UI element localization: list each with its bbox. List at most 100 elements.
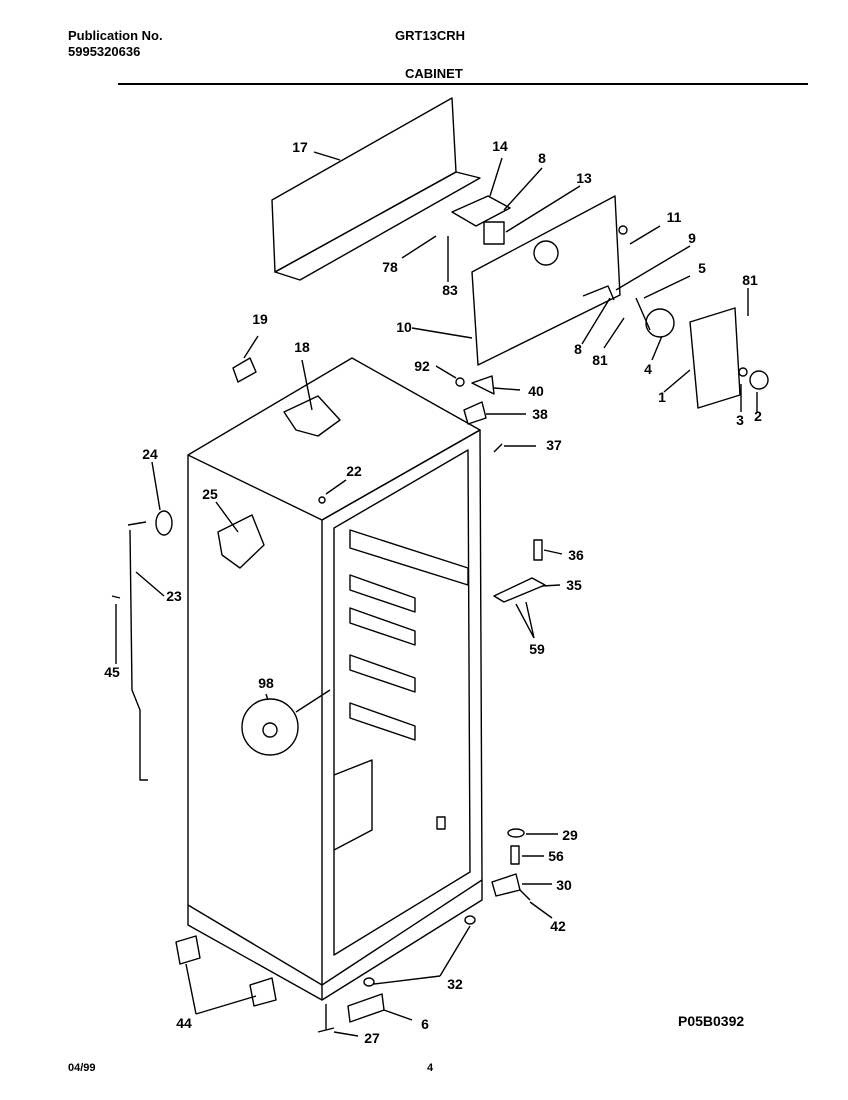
part-17-flange [274,171,481,281]
drawing-lines [111,97,769,1037]
leader-40 [493,387,521,391]
shelf-rail [349,529,469,586]
part-98-plug [241,698,299,756]
callout-8: 8 [574,341,582,357]
callout-3: 3 [736,412,744,428]
callout-22: 22 [346,463,362,479]
callout-10: 10 [396,319,412,335]
drain-block [436,816,446,830]
leader-1 [663,369,691,393]
part-56-pin [510,845,520,865]
part-6-grille [347,993,385,1023]
leader-10 [411,327,473,339]
callout-8: 8 [538,150,546,166]
rib-1 [349,574,416,613]
part-10-hole [533,240,559,266]
callout-83: 83 [442,282,458,298]
part-32-plug-side [464,915,476,925]
leader-8-top [503,167,543,211]
leader-4 [651,335,663,361]
callout-1: 1 [658,389,666,405]
part-13-socket [483,221,505,245]
part-29-washer [507,828,525,838]
leader-35 [541,584,561,587]
model-number: GRT13CRH [395,28,466,43]
leader-78 [401,235,437,259]
callout-2: 2 [754,408,762,424]
part-32-plug-front [363,977,375,987]
callout-5: 5 [698,260,706,276]
callout-18: 18 [294,339,310,355]
part-24-bezel [155,510,173,536]
callout-45: 45 [104,664,120,680]
callout-9: 9 [688,230,696,246]
leader-81-low [603,317,625,349]
leader-19 [243,335,259,359]
leader-44 [185,963,257,1015]
leader-22 [325,479,347,495]
callout-44: 44 [176,1015,192,1031]
header-rule [118,83,808,85]
cabinet-front-frame [321,429,483,986]
part-10-cover [471,195,621,366]
leader-8-low [581,297,611,345]
leader-36 [543,549,563,555]
part-42-screw [519,889,531,901]
part-3-nut [738,367,748,377]
part-17-panel [271,97,457,273]
cabinet-top [187,357,481,521]
callout-11: 11 [667,209,682,225]
callout-78: 78 [382,259,398,275]
part-45-screw [111,595,121,599]
leader-23 [135,571,165,597]
callout-98: 98 [258,675,274,691]
leader-32 [373,925,471,985]
callout-27: 27 [364,1030,380,1046]
part-11-washer [618,225,628,235]
callout-14: 14 [492,138,508,154]
part-44-leveler-right [249,977,277,1007]
part-37-pin [493,443,503,453]
callout-38: 38 [532,406,548,422]
part-23-rod [127,521,148,781]
callout-42: 42 [550,918,566,934]
part-4-fan-blade [645,308,675,338]
publication-number: 5995320636 [68,44,141,59]
callout-59: 59 [529,641,545,657]
part-36-pin [533,539,543,561]
callout-29: 29 [562,827,578,843]
crisper-step [333,759,373,851]
rib-3 [349,654,416,693]
leader-17 [313,151,341,161]
leader-59 [515,601,535,639]
leader-27 [333,1031,359,1037]
callout-81: 81 [742,272,758,288]
cabinet-base [187,905,323,1001]
cabinet-side [187,455,323,986]
part-22-hole [318,496,326,504]
leader-11 [629,225,661,245]
leader-92 [435,365,457,379]
cabinet-opening [333,449,471,956]
leader-42 [529,901,553,919]
part-27-leveling-leg [317,1004,335,1033]
part-40-wedge [471,375,495,395]
callout-32: 32 [447,976,463,992]
leader-24 [151,461,161,511]
part-14-bracket [451,195,511,227]
part-30-hinge [491,873,521,897]
callout-25: 25 [202,486,218,502]
callout-24: 24 [142,446,158,462]
part-44-leveler-left [175,935,201,965]
rib-4 [349,702,416,741]
callout-30: 30 [556,877,572,893]
callout-37: 37 [546,437,562,453]
callout-92: 92 [414,358,430,374]
callout-56: 56 [548,848,564,864]
section-title: CABINET [405,66,463,81]
part-98-center [262,722,278,738]
callout-4: 4 [644,361,652,377]
part-35-hinge [493,577,546,603]
leader-5 [643,275,691,299]
